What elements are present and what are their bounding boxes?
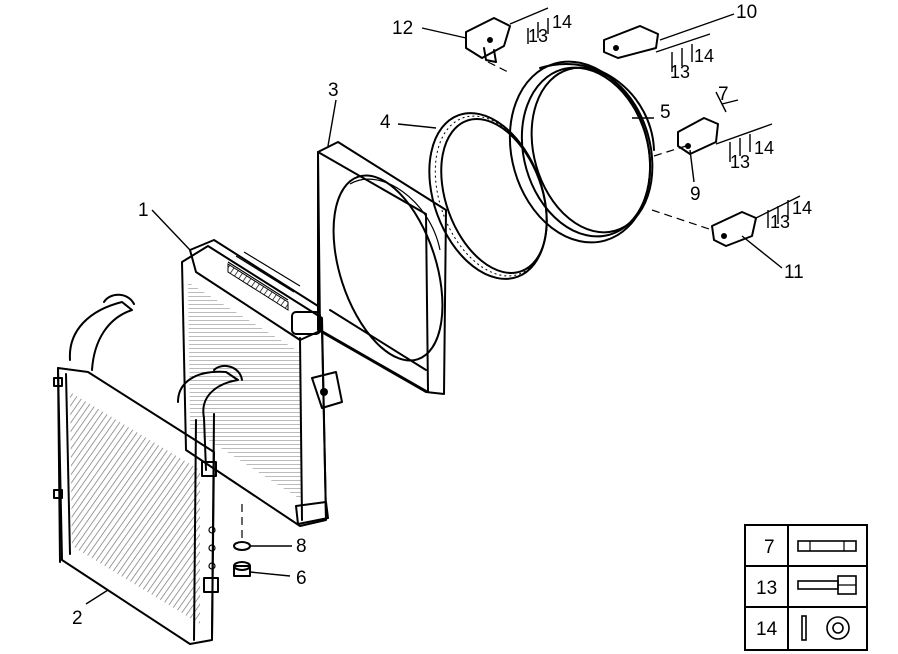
fastener-stack-12 — [509, 7, 549, 44]
legend-number-7: 7 — [764, 537, 775, 558]
note-12-14: 14 — [552, 12, 572, 32]
bracket-11 — [651, 209, 757, 247]
callout-6: 6 — [296, 568, 307, 589]
bracket-9 — [653, 117, 719, 157]
note-12-13: 13 — [528, 26, 548, 46]
bolt-icon — [797, 540, 857, 552]
callout-leaders — [85, 13, 783, 605]
callout-2: 2 — [72, 608, 83, 629]
fastener-stack-9 — [715, 123, 773, 162]
intercooler — [53, 293, 243, 645]
note-9-13: 13 — [730, 152, 750, 172]
washer-icon — [801, 615, 850, 641]
radiator — [181, 239, 343, 527]
fan-ring — [508, 60, 655, 244]
note-10-13: 13 — [670, 62, 690, 82]
callout-12: 12 — [392, 18, 413, 39]
callout-1: 1 — [138, 200, 149, 221]
callout-4: 4 — [380, 112, 391, 133]
legend-number-13: 13 — [756, 578, 777, 599]
fan-shroud — [317, 141, 447, 395]
fastener-stack-11 — [755, 195, 801, 228]
bolt-7-symbol — [715, 91, 739, 113]
drain-parts — [233, 504, 292, 577]
note-9-14: 14 — [754, 138, 774, 158]
note-10-14: 14 — [694, 46, 714, 66]
callout-8: 8 — [296, 536, 307, 557]
callout-11: 11 — [784, 262, 804, 283]
bracket-10 — [603, 25, 659, 59]
note-11-13: 13 — [770, 212, 790, 232]
callout-7: 7 — [718, 84, 729, 105]
note-11-14: 14 — [792, 198, 812, 218]
hex-bolt-icon — [797, 575, 857, 595]
bracket-12 — [465, 17, 511, 73]
callout-5: 5 — [660, 102, 671, 123]
callout-3: 3 — [328, 80, 339, 101]
seal-ring — [428, 112, 548, 280]
fastener-legend: 7 13 14 — [744, 524, 868, 651]
legend-number-14: 14 — [756, 619, 778, 640]
callout-9: 9 — [690, 184, 701, 205]
callout-10: 10 — [736, 2, 757, 23]
fastener-stack-10 — [655, 33, 711, 72]
